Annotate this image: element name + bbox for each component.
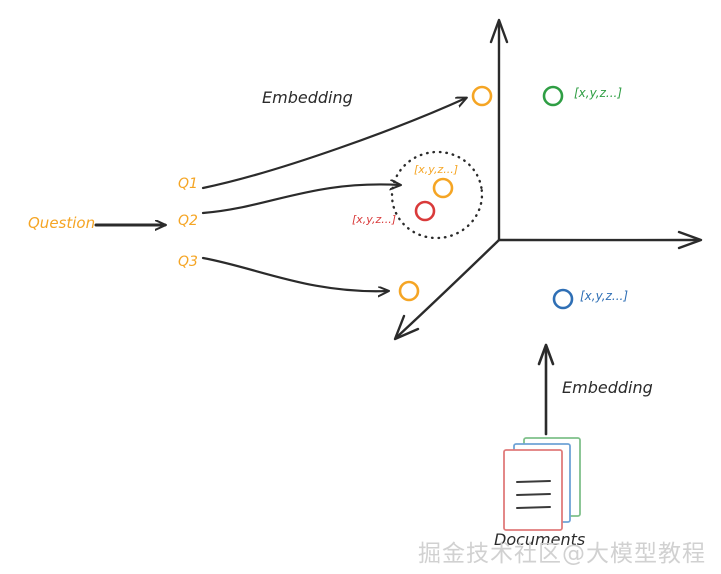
watermark-text: 掘金技术社区@大模型教程 (418, 541, 706, 567)
documents-label: Documents (494, 530, 586, 549)
vector-label-blue: [x,y,z...] (580, 289, 629, 303)
document-sheet-front (503, 449, 563, 531)
q1-label: Q1 (178, 176, 198, 192)
vector-label-red: [x,y,z...] (352, 213, 397, 226)
q2-embedding-arrow (201, 184, 400, 215)
document-text-lines (516, 480, 551, 509)
point-q3-embedding (398, 280, 420, 302)
q3-label: Q3 (178, 254, 198, 270)
embedding-label-bottom: Embedding (562, 378, 653, 397)
point-q2-embedding (432, 177, 454, 199)
point-doc-embedding-blue (552, 288, 574, 310)
documents-embedding-arrow (537, 343, 555, 436)
point-q1-embedding (471, 85, 493, 107)
q1-embedding-arrow (201, 98, 466, 190)
vector-label-orange: [x,y,z...] (414, 163, 459, 176)
document-stack (503, 437, 581, 531)
point-nearest-doc (414, 200, 436, 222)
q3-embedding-arrow (201, 256, 388, 291)
dotted-similarity-ellipse (390, 150, 484, 240)
axis-y (489, 18, 509, 242)
axis-z (393, 238, 501, 341)
vector-label-green: [x,y,z...] (574, 86, 623, 100)
axis-x (497, 230, 703, 250)
question-label: Question (28, 214, 96, 232)
embedding-label-top: Embedding (262, 88, 353, 107)
q2-label: Q2 (178, 213, 198, 229)
point-doc-embedding-green (542, 85, 564, 107)
